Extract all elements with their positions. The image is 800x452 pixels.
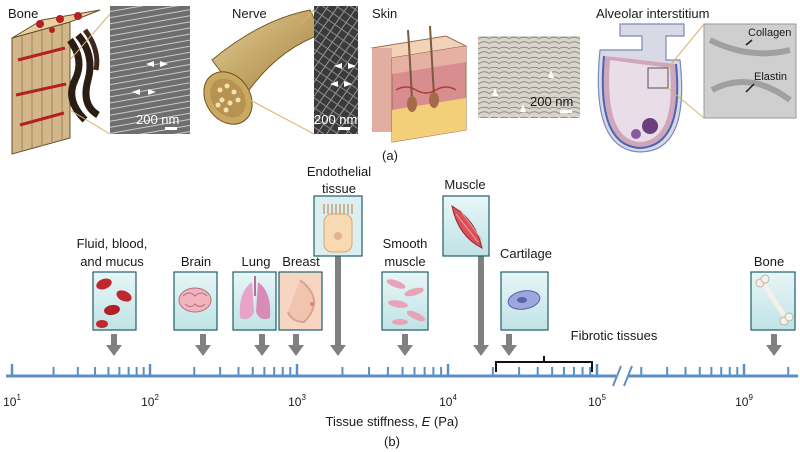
arrow-fluid	[106, 334, 122, 356]
tick-label-1e4: 104	[439, 393, 457, 409]
tick-label-1e9: 109	[735, 393, 753, 409]
bone-icon	[750, 271, 796, 331]
axis-title: Tissue stiffness, E (Pa)	[326, 414, 459, 429]
panel-a: 200 nm Bone 200 nm Nerve	[8, 6, 797, 163]
skin-illustration	[370, 25, 468, 143]
arrow-smooth-muscle	[397, 334, 413, 356]
bone-scale-label: 200 nm	[136, 112, 179, 127]
label-smooth-muscle-2: muscle	[384, 254, 425, 269]
label-muscle: Muscle	[444, 177, 485, 192]
arrow-brain	[195, 334, 211, 356]
axis-ticks	[10, 364, 790, 376]
bone-illustration	[11, 9, 101, 155]
brain-icon	[173, 271, 218, 331]
fibrotic-bracket	[495, 356, 593, 372]
bone-arrows	[132, 61, 168, 95]
tick-label-1e5: 105	[588, 393, 606, 409]
label-endothelial-2: tissue	[322, 181, 356, 196]
red-blood-cells-icon	[92, 271, 137, 331]
endothelial-cell-icon	[313, 195, 363, 257]
label-fluid-1: Fluid, blood,	[77, 236, 148, 251]
smooth-muscle-cells-icon	[381, 271, 429, 331]
caption-b: (b)	[384, 434, 400, 449]
lung-icon	[232, 271, 277, 331]
skin-micrograph	[478, 36, 580, 118]
bone-micrograph	[110, 6, 190, 134]
label-cartilage: Cartilage	[500, 246, 552, 261]
elastin-label: Elastin	[754, 71, 787, 83]
label-smooth-muscle-1: Smooth	[383, 236, 428, 251]
nerve-arrows	[330, 63, 356, 87]
caption-a: (a)	[382, 148, 398, 163]
label-endothelial-1: Endothelial	[307, 164, 371, 179]
nerve-illustration	[203, 9, 323, 125]
bone-panel-title: Bone	[8, 6, 38, 21]
label-fluid-2: and mucus	[80, 254, 144, 269]
skin-scale-label: 200 nm	[530, 94, 573, 109]
nerve-scale-label: 200 nm	[314, 112, 357, 127]
arrow-muscle	[473, 256, 489, 356]
axis-break-left	[612, 365, 622, 387]
label-lung: Lung	[242, 254, 271, 269]
alveolar-micrograph	[703, 23, 797, 119]
label-brain: Brain	[181, 254, 211, 269]
skin-panel-title: Skin	[372, 6, 397, 21]
chondrocyte-icon	[500, 271, 549, 331]
fibrotic-label: Fibrotic tissues	[571, 328, 658, 343]
alveolus-illustration	[597, 23, 685, 153]
panel-b: 101 102 103 104 105 109 Tissue stiffness…	[3, 164, 798, 449]
skin-arrows	[492, 70, 554, 112]
axis-break-right	[623, 365, 633, 387]
collagen-label: Collagen	[748, 27, 791, 39]
arrow-cartilage	[501, 334, 517, 356]
alveolar-panel-title: Alveolar interstitium	[596, 6, 709, 21]
nerve-micrograph	[314, 6, 358, 134]
nerve-panel-title: Nerve	[232, 6, 267, 21]
label-breast: Breast	[282, 254, 320, 269]
muscle-fiber-icon	[442, 195, 490, 257]
tissue-arrows	[106, 256, 782, 356]
tick-label-1e1: 101	[3, 393, 21, 409]
breast-icon	[278, 271, 323, 331]
arrow-lung	[254, 334, 270, 356]
tick-label-1e3: 103	[288, 393, 306, 409]
arrow-bone	[766, 334, 782, 356]
label-bone: Bone	[754, 254, 784, 269]
arrow-breast	[288, 334, 304, 356]
arrow-endothelial	[330, 256, 346, 356]
tick-label-1e2: 102	[141, 393, 159, 409]
